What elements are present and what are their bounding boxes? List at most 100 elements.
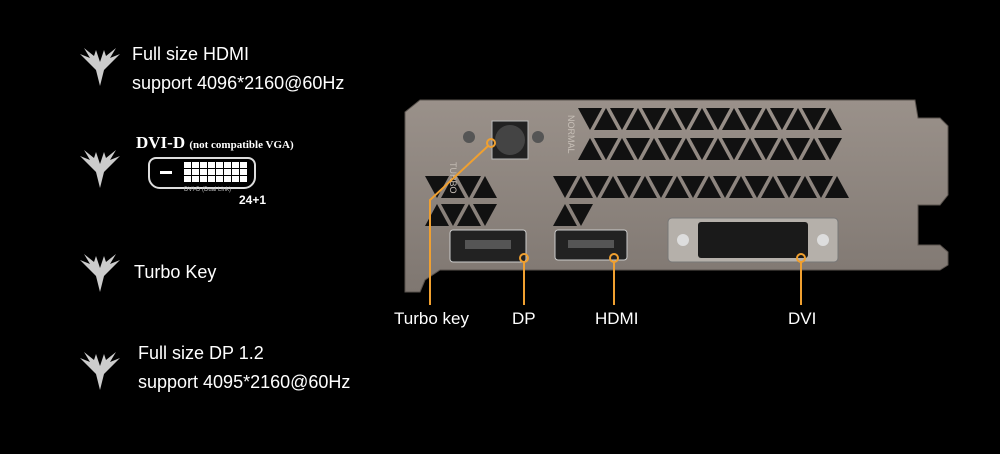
vent-hole (457, 176, 481, 198)
callout-turbo-key: Turbo key (394, 309, 469, 328)
dp-feature-title: Full size DP 1.2 (138, 343, 264, 363)
vent-hole (585, 176, 609, 198)
dvi-connector-caption: DVI-D (Dual Link) (184, 187, 232, 193)
dvi-note: (not compatible VGA) (189, 139, 294, 151)
vent-hole (569, 204, 593, 226)
dvi-pin (184, 162, 191, 168)
callout-lines (429, 138, 806, 305)
dvi-pin (192, 176, 199, 182)
dvi-pin (200, 176, 207, 182)
dvi-pin (184, 169, 191, 175)
vent-hole (665, 176, 689, 198)
brand-wing-icon (80, 254, 120, 292)
vent-hole (761, 176, 785, 198)
vent-hole (738, 138, 762, 160)
turbo-key-feature: Turbo Key (134, 262, 217, 282)
dvi-pin (200, 162, 207, 168)
vent-hole (754, 138, 778, 160)
vent-hole (425, 176, 449, 198)
vent-hole (802, 138, 826, 160)
dvi-pin (240, 162, 247, 168)
hdmi-feature: Full size HDMI support 4096*2160@60Hz (132, 40, 344, 98)
vent-hole (617, 176, 641, 198)
vent-hole (553, 204, 577, 226)
vent-hole (722, 108, 746, 130)
dvi-pin (224, 169, 231, 175)
vent-hole (809, 176, 833, 198)
dvi-connector-diagram (148, 157, 256, 189)
vent-hole (818, 138, 842, 160)
vent-hole (770, 138, 794, 160)
vent-hole (626, 108, 650, 130)
vent-hole (729, 176, 753, 198)
dvi-pin (192, 162, 199, 168)
dvi-pin (216, 176, 223, 182)
dvi-pin (224, 162, 231, 168)
brand-wing-icon (80, 48, 120, 86)
vent-hole (674, 108, 698, 130)
callout-dp: DP (512, 309, 536, 328)
dvi-pin (240, 176, 247, 182)
dp-feature: Full size DP 1.2 support 4095*2160@60Hz (138, 339, 350, 397)
hdmi-feature-title: Full size HDMI (132, 44, 250, 64)
vent-hole (674, 138, 698, 160)
dvi-pin (232, 162, 239, 168)
vent-hole (786, 108, 810, 130)
hdmi-feature-detail: support 4096*2160@60Hz (132, 73, 345, 93)
dvi-pin (184, 176, 191, 182)
dvi-pin (232, 169, 239, 175)
dvi-pin (232, 176, 239, 182)
vent-hole (658, 138, 682, 160)
dvi-pin (200, 169, 207, 175)
vent-hole (610, 108, 634, 130)
dvi-pin (208, 176, 215, 182)
dvi-pin (208, 169, 215, 175)
vent-hole (553, 176, 577, 198)
vent-hole (818, 108, 842, 130)
vent-hole (578, 138, 602, 160)
vent-hole (745, 176, 769, 198)
dvi-pin (240, 169, 247, 175)
vent-hole (601, 176, 625, 198)
vent-hole (649, 176, 673, 198)
vent-hole (642, 108, 666, 130)
callout-hdmi: HDMI (595, 309, 639, 328)
vent-hole (642, 138, 666, 160)
vent-hole (706, 138, 730, 160)
vent-hole (738, 108, 762, 130)
normal-engraving: NORMAL (566, 115, 576, 154)
vent-hole (633, 176, 657, 198)
dvi-pin-count: 24+1 (239, 193, 267, 207)
vent-hole (825, 176, 849, 198)
vent-hole (697, 176, 721, 198)
dvi-pin (192, 169, 199, 175)
vent-hole (802, 108, 826, 130)
brand-wing-icon (80, 150, 120, 188)
vent-hole (713, 176, 737, 198)
vent-hole (594, 138, 618, 160)
vent-hole (578, 108, 602, 130)
vent-hole (594, 108, 618, 130)
vent-hole (610, 138, 634, 160)
io-bracket: TURBO NORMAL (404, 99, 949, 293)
vent-hole (793, 176, 817, 198)
vent-hole (786, 138, 810, 160)
vent-hole (473, 176, 497, 198)
dvi-title: DVI-D (136, 133, 186, 152)
vent-hole (658, 108, 682, 130)
dp-feature-detail: support 4095*2160@60Hz (138, 372, 351, 392)
vent-hole (626, 138, 650, 160)
dvi-pin (216, 162, 223, 168)
vent-hole (777, 176, 801, 198)
brand-wing-icon (80, 352, 120, 390)
vent-hole (441, 176, 465, 198)
vent-hole (457, 204, 481, 226)
vent-hole (706, 108, 730, 130)
dvi-pin (216, 169, 223, 175)
vent-hole (441, 204, 465, 226)
vent-hole (473, 204, 497, 226)
dvi-pin (224, 176, 231, 182)
vent-hole (722, 138, 746, 160)
